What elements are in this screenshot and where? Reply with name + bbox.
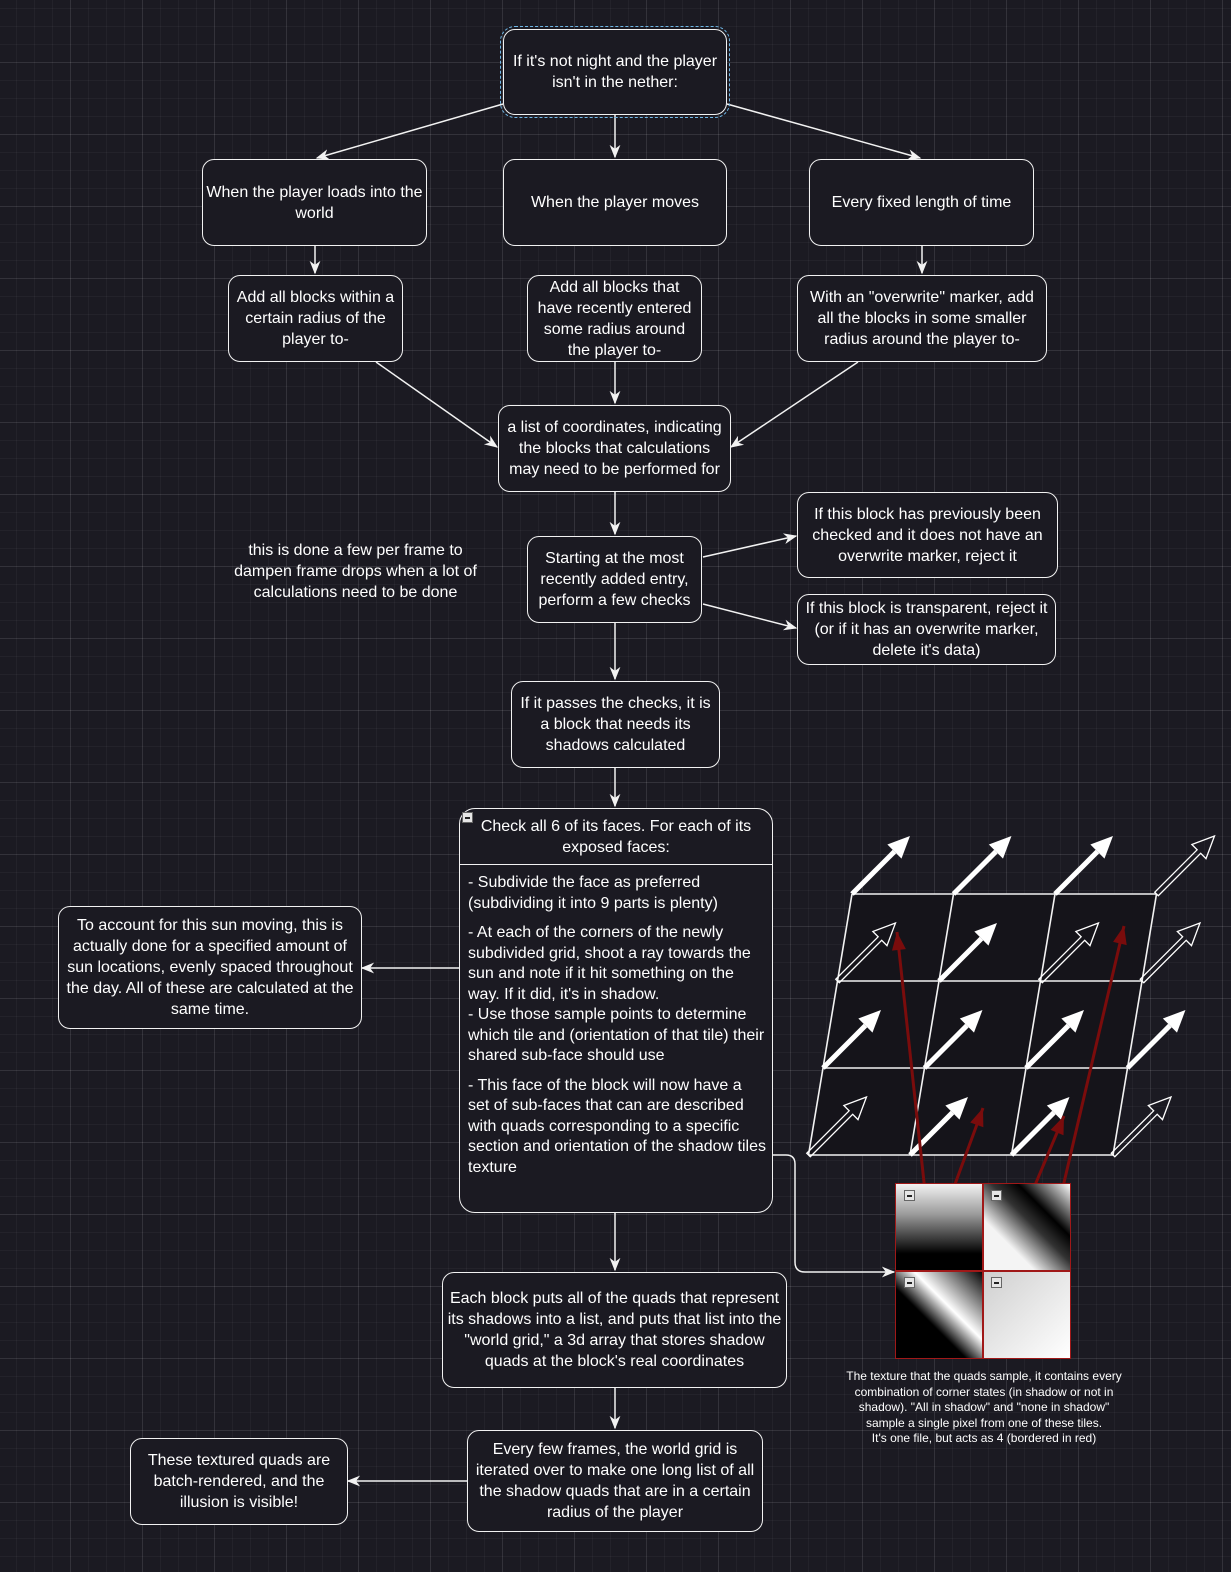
sun-locations-text: To account for this sun moving, this is … <box>66 917 354 1018</box>
edge-action-load-list <box>375 361 499 448</box>
edge-action-time-list <box>729 361 859 448</box>
coordinate-list-node[interactable]: a list of coordinates, indicating the bl… <box>498 405 731 492</box>
action-load-node[interactable]: Add all blocks within a certain radius o… <box>228 275 403 362</box>
checks-text: Starting at the most recently added entr… <box>538 550 691 609</box>
sun-ray-lit-arrow <box>1009 1097 1070 1157</box>
edge-checks-reject1 <box>702 533 798 558</box>
action-time-text: With an "overwrite" marker, add all the … <box>810 289 1034 348</box>
tile-4-collapse-icon[interactable] <box>991 1277 1002 1288</box>
trigger-load-node[interactable]: When the player loads into the world <box>202 159 427 246</box>
trigger-load-text: When the player loads into the world <box>206 183 423 222</box>
passes-text: If it passes the checks, it is a block t… <box>520 695 711 754</box>
face-grid-fill <box>808 894 1157 1155</box>
faces-steps: - Subdivide the face as preferred (subdi… <box>460 865 772 1178</box>
faces-collapse-icon[interactable] <box>462 812 473 823</box>
trigger-move-text: When the player moves <box>530 194 700 211</box>
faces-step-2: - At each of the corners of the newly su… <box>468 924 751 1003</box>
face-grid-col-line <box>909 893 955 1156</box>
passes-node[interactable]: If it passes the checks, it is a block t… <box>511 681 720 768</box>
edge-checks-reject2 <box>702 603 798 631</box>
texture-divider-horizontal <box>896 1270 1070 1272</box>
edge-start-load <box>315 103 504 160</box>
texture-caption-line-5: It's one file, but acts as 4 (bordered i… <box>871 1431 1097 1446</box>
sun-ray-lit-arrow <box>1024 1010 1084 1070</box>
sun-ray-lit-arrow <box>1125 1010 1186 1070</box>
per-frame-note: this is done a few per frame to dampen f… <box>234 542 477 601</box>
sun-ray-lit-arrow <box>1053 836 1113 896</box>
sun-ray-shadow-arrow <box>1139 921 1202 984</box>
face-grid-illustration <box>807 893 1158 1156</box>
coordinate-list-text: a list of coordinates, indicating the bl… <box>507 419 722 478</box>
edge-faces-texture <box>773 1154 896 1278</box>
reject-checked-node[interactable]: If this block has previously been checke… <box>797 492 1058 578</box>
sun-locations-node[interactable]: To account for this sun moving, this is … <box>58 906 362 1029</box>
reject-transparent-node[interactable]: If this block is transparent, reject it … <box>797 594 1056 665</box>
sun-ray-lit-arrow <box>922 1010 983 1070</box>
face-grid-col-line <box>1010 893 1056 1156</box>
trigger-time-node[interactable]: Every fixed length of time <box>809 159 1034 246</box>
faces-step-3: - Use those sample points to determine w… <box>468 1006 765 1064</box>
sun-ray-shadow-arrow <box>834 921 897 984</box>
face-grid-col-line <box>807 893 853 1156</box>
world-grid-text: Each block puts all of the quads that re… <box>447 1290 782 1370</box>
sun-ray-lit-arrow <box>850 836 910 896</box>
sun-ray-shadow-arrow <box>1037 921 1100 984</box>
action-time-node[interactable]: With an "overwrite" marker, add all the … <box>797 275 1047 362</box>
texture-caption-line-2: combination of corner states (in shadow … <box>854 1384 1114 1399</box>
faces-step-4: - This face of the block will now have a… <box>468 1076 766 1176</box>
edge-start-time <box>726 103 922 160</box>
tile-1-collapse-icon[interactable] <box>904 1190 915 1201</box>
action-move-node[interactable]: Add all blocks that have recently entere… <box>527 275 702 362</box>
sun-ray-shadow-arrow <box>1153 834 1216 897</box>
faces-step-1: - Subdivide the face as preferred (subdi… <box>468 874 718 912</box>
face-grid-col-line <box>1112 893 1158 1156</box>
action-load-text: Add all blocks within a certain radius o… <box>236 289 395 348</box>
sun-ray-arrows <box>805 834 1216 1158</box>
tile-3-collapse-icon[interactable] <box>904 1277 915 1288</box>
reject-transparent-text: If this block is transparent, reject it … <box>805 600 1048 659</box>
faces-header: Check all 6 of its faces. For each of it… <box>460 809 772 865</box>
texture-caption: The texture that the quads sample, it co… <box>826 1369 1142 1447</box>
sun-ray-lit-arrow <box>937 923 997 983</box>
tile-2-collapse-icon[interactable] <box>991 1190 1002 1201</box>
rendered-text: These textured quads are batch-rendered,… <box>147 1452 331 1511</box>
sun-ray-shadow-arrow <box>1110 1095 1173 1158</box>
start-condition-node[interactable]: If it's not night and the player isn't i… <box>500 26 730 118</box>
sun-ray-lit-arrow <box>951 836 1012 896</box>
trigger-move-node[interactable]: When the player moves <box>503 159 727 246</box>
action-move-text: Add all blocks that have recently entere… <box>537 278 692 359</box>
shadow-texture-image[interactable] <box>895 1183 1071 1359</box>
rendered-node[interactable]: These textured quads are batch-rendered,… <box>130 1438 348 1525</box>
texture-caption-line-3: shadow). "All in shadow" and "none in sh… <box>858 1400 1110 1415</box>
start-condition-text: If it's not night and the player isn't i… <box>512 53 718 91</box>
world-grid-node[interactable]: Each block puts all of the quads that re… <box>442 1272 787 1388</box>
texture-caption-line-1: The texture that the quads sample, it co… <box>846 1369 1122 1383</box>
reject-checked-text: If this block has previously been checke… <box>812 505 1043 565</box>
sun-ray-lit-arrow <box>908 1097 968 1157</box>
trigger-time-text: Every fixed length of time <box>831 194 1012 211</box>
checks-node[interactable]: Starting at the most recently added entr… <box>527 536 702 623</box>
iterate-node[interactable]: Every few frames, the world grid is iter… <box>467 1430 763 1532</box>
texture-caption-line-4: sample a single pixel from one of these … <box>865 1415 1103 1430</box>
faces-container[interactable]: Check all 6 of its faces. For each of it… <box>459 808 773 1213</box>
iterate-text: Every few frames, the world grid is iter… <box>475 1441 755 1521</box>
sun-ray-lit-arrow <box>821 1010 881 1070</box>
sun-ray-shadow-arrow <box>805 1095 868 1158</box>
